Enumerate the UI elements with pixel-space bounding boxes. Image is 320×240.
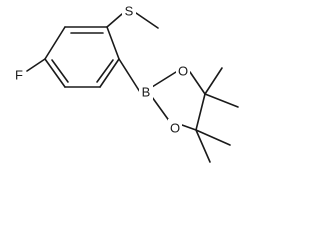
benzene-ring (44, 26, 120, 88)
bond-c-c-ring (195, 93, 206, 131)
ring-double-bond-right (96, 59, 114, 83)
oxygen-top-label: O (178, 64, 188, 79)
boron-label: B (142, 85, 151, 100)
methyl-lower-1 (195, 129, 231, 146)
bond-s-methyl (135, 12, 159, 29)
ring-bond-c1-c2 (106, 26, 120, 60)
substituent-bonds (26, 12, 159, 93)
bond-o-bottom-c (181, 124, 197, 131)
dioxaborolane-ring (151, 71, 206, 131)
ring-bond-c5-c6 (44, 26, 66, 60)
molecule-drawing: S F B O O (12, 2, 239, 163)
bond-o-top-c (189, 71, 206, 95)
ring-double-bond-left (51, 59, 69, 83)
methyl-lower-2 (195, 129, 211, 163)
bond-c2-b (118, 58, 141, 93)
fluorine-label: F (15, 68, 23, 83)
bond-c1-s (106, 13, 123, 28)
sulfur-label: S (125, 4, 134, 19)
methyl-groups (195, 67, 239, 163)
atom-labels: S F B O O (12, 2, 190, 137)
bond-b-o-top (151, 71, 177, 88)
ring-bond-c2-c3 (99, 58, 120, 88)
bond-b-o-bottom (151, 96, 171, 123)
methyl-upper-2 (204, 93, 239, 108)
structure-canvas: S F B O O (12, 2, 239, 163)
ring-bond-c4-c5 (44, 58, 66, 88)
bond-c5-f (26, 58, 46, 72)
methyl-upper-1 (204, 67, 223, 95)
oxygen-bottom-label: O (170, 121, 180, 136)
